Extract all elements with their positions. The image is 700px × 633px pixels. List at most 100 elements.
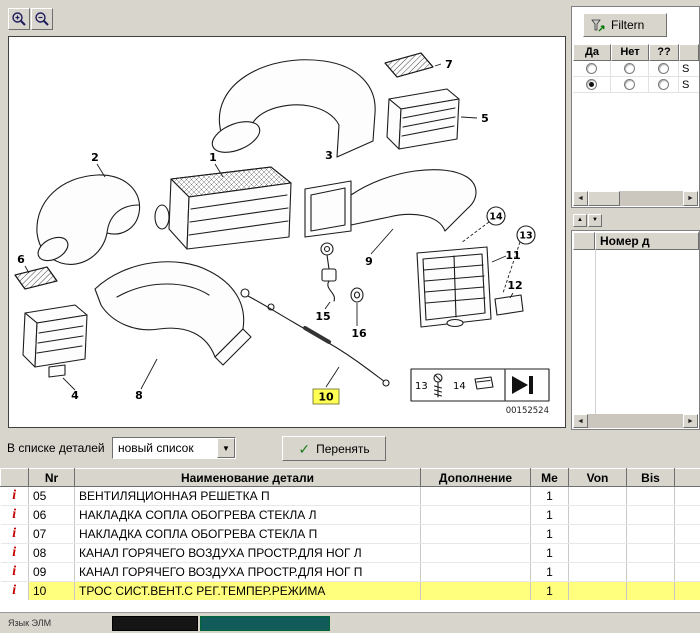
- radio-button[interactable]: [658, 79, 669, 90]
- cell-bis[interactable]: [626, 543, 675, 563]
- header-nr[interactable]: Nr: [28, 468, 75, 487]
- part-label-9[interactable]: 9: [365, 255, 373, 268]
- cell-addition[interactable]: [420, 543, 531, 563]
- table-row[interactable]: i 05 ВЕНТИЛЯЦИОННАЯ РЕШЕТКА П 1: [0, 486, 700, 506]
- cell-name[interactable]: НАКЛАДКА СОПЛА ОБОГРЕВА СТЕКЛА П: [74, 524, 421, 544]
- scroll-left-icon[interactable]: ◄: [573, 414, 588, 428]
- cell-me[interactable]: 1: [530, 505, 569, 525]
- part-label-4[interactable]: 4: [71, 389, 79, 402]
- radio-button[interactable]: [586, 63, 597, 74]
- cell-addition[interactable]: [420, 524, 531, 544]
- cell-name[interactable]: ВЕНТИЛЯЦИОННАЯ РЕШЕТКА П: [74, 486, 421, 506]
- cell-nr[interactable]: 06: [28, 505, 75, 525]
- table-row[interactable]: i 08 КАНАЛ ГОРЯЧЕГО ВОЗДУХА ПРОСТР.ДЛЯ Н…: [0, 543, 700, 563]
- chevron-down-icon[interactable]: ▼: [217, 438, 235, 458]
- radio-button[interactable]: [586, 79, 597, 90]
- table-row[interactable]: i 07 НАКЛАДКА СОПЛА ОБОГРЕВА СТЕКЛА П 1: [0, 524, 700, 544]
- part-label-10-highlighted[interactable]: 10: [312, 388, 340, 405]
- cell-me[interactable]: 1: [530, 562, 569, 582]
- radio-yes[interactable]: [573, 61, 611, 76]
- radio-unknown[interactable]: [649, 61, 679, 76]
- radio-no[interactable]: [611, 61, 649, 76]
- cell-name[interactable]: КАНАЛ ГОРЯЧЕГО ВОЗДУХА ПРОСТР.ДЛЯ НОГ П: [74, 562, 421, 582]
- part-label-2[interactable]: 2: [91, 151, 99, 164]
- filter-header-no[interactable]: Нет: [611, 44, 649, 61]
- cell-bis[interactable]: [626, 486, 675, 506]
- scroll-track[interactable]: [620, 191, 683, 206]
- zoom-out-button[interactable]: [31, 8, 53, 30]
- header-addition[interactable]: Дополнение: [420, 468, 531, 487]
- header-von[interactable]: Von: [568, 468, 627, 487]
- cell-von[interactable]: [568, 505, 627, 525]
- part-label-12[interactable]: 12: [507, 279, 522, 292]
- cell-von[interactable]: [568, 543, 627, 563]
- cell-name[interactable]: КАНАЛ ГОРЯЧЕГО ВОЗДУХА ПРОСТР.ДЛЯ НОГ Л: [74, 543, 421, 563]
- cell-me[interactable]: 1: [530, 581, 569, 601]
- row-info-button[interactable]: i: [0, 543, 29, 563]
- cell-bis[interactable]: [626, 562, 675, 582]
- table-row[interactable]: i 09 КАНАЛ ГОРЯЧЕГО ВОЗДУХА ПРОСТР.ДЛЯ Н…: [0, 562, 700, 582]
- scroll-thumb[interactable]: [588, 191, 620, 206]
- collapse-up-icon[interactable]: ▲: [573, 213, 587, 227]
- cell-name[interactable]: НАКЛАДКА СОПЛА ОБОГРЕВА СТЕКЛА Л: [74, 505, 421, 525]
- zoom-in-button[interactable]: [8, 8, 30, 30]
- radio-yes[interactable]: [573, 77, 611, 92]
- part-label-5[interactable]: 5: [481, 112, 489, 125]
- scroll-left-icon[interactable]: ◄: [573, 191, 588, 206]
- callout-14[interactable]: 14: [486, 206, 506, 226]
- row-info-button[interactable]: i: [0, 486, 29, 506]
- cell-addition[interactable]: [420, 581, 531, 601]
- radio-no[interactable]: [611, 77, 649, 92]
- cell-von[interactable]: [568, 581, 627, 601]
- apply-button[interactable]: ✓ Перенять: [282, 436, 386, 461]
- cell-bis[interactable]: [626, 524, 675, 544]
- row-info-button[interactable]: i: [0, 562, 29, 582]
- radio-button[interactable]: [658, 63, 669, 74]
- header-me[interactable]: Me: [530, 468, 569, 487]
- part-label-15[interactable]: 15: [315, 310, 330, 323]
- header-name[interactable]: Наименование детали: [74, 468, 421, 487]
- filtern-button[interactable]: Filtern: [583, 13, 667, 37]
- panel-splitter[interactable]: ▲ ▼: [571, 212, 700, 228]
- part-label-16[interactable]: 16: [351, 327, 367, 340]
- callout-13[interactable]: 13: [516, 225, 536, 245]
- cell-addition[interactable]: [420, 562, 531, 582]
- cell-me[interactable]: 1: [530, 524, 569, 544]
- radio-button[interactable]: [624, 79, 635, 90]
- cell-me[interactable]: 1: [530, 486, 569, 506]
- cell-von[interactable]: [568, 524, 627, 544]
- scroll-right-icon[interactable]: ►: [683, 191, 698, 206]
- cell-bis[interactable]: [626, 581, 675, 601]
- part-label-3[interactable]: 3: [325, 149, 333, 162]
- cell-addition[interactable]: [420, 505, 531, 525]
- part-label-8[interactable]: 8: [135, 389, 143, 402]
- part-number-header[interactable]: Номер д: [595, 232, 699, 250]
- cell-addition[interactable]: [420, 486, 531, 506]
- cell-nr[interactable]: 05: [28, 486, 75, 506]
- table-row[interactable]: i 10 ТРОС СИСТ.ВЕНТ.С РЕГ.ТЕМПЕР.РЕЖИМА …: [0, 581, 700, 601]
- header-info[interactable]: [0, 468, 29, 487]
- scroll-track[interactable]: [588, 414, 683, 428]
- part-label-1[interactable]: 1: [209, 151, 217, 164]
- filter-header-yes[interactable]: Да: [573, 44, 611, 61]
- part-label-6[interactable]: 6: [17, 253, 25, 266]
- row-info-button[interactable]: i: [0, 524, 29, 544]
- cell-von[interactable]: [568, 486, 627, 506]
- part-label-11[interactable]: 11: [505, 249, 520, 262]
- cell-me[interactable]: 1: [530, 543, 569, 563]
- cell-bis[interactable]: [626, 505, 675, 525]
- row-info-button[interactable]: i: [0, 581, 29, 601]
- cell-nr[interactable]: 07: [28, 524, 75, 544]
- filter-hscrollbar[interactable]: ◄ ►: [573, 191, 698, 206]
- cell-nr[interactable]: 08: [28, 543, 75, 563]
- table-row[interactable]: i 06 НАКЛАДКА СОПЛА ОБОГРЕВА СТЕКЛА Л 1: [0, 505, 700, 525]
- scroll-right-icon[interactable]: ►: [683, 414, 698, 428]
- header-bis[interactable]: Bis: [626, 468, 675, 487]
- radio-unknown[interactable]: [649, 77, 679, 92]
- part-number-hscrollbar[interactable]: ◄ ►: [573, 414, 698, 428]
- list-dropdown-value[interactable]: новый список: [113, 438, 217, 458]
- cell-von[interactable]: [568, 562, 627, 582]
- cell-nr[interactable]: 10: [28, 581, 75, 601]
- cell-nr[interactable]: 09: [28, 562, 75, 582]
- collapse-down-icon[interactable]: ▼: [588, 213, 602, 227]
